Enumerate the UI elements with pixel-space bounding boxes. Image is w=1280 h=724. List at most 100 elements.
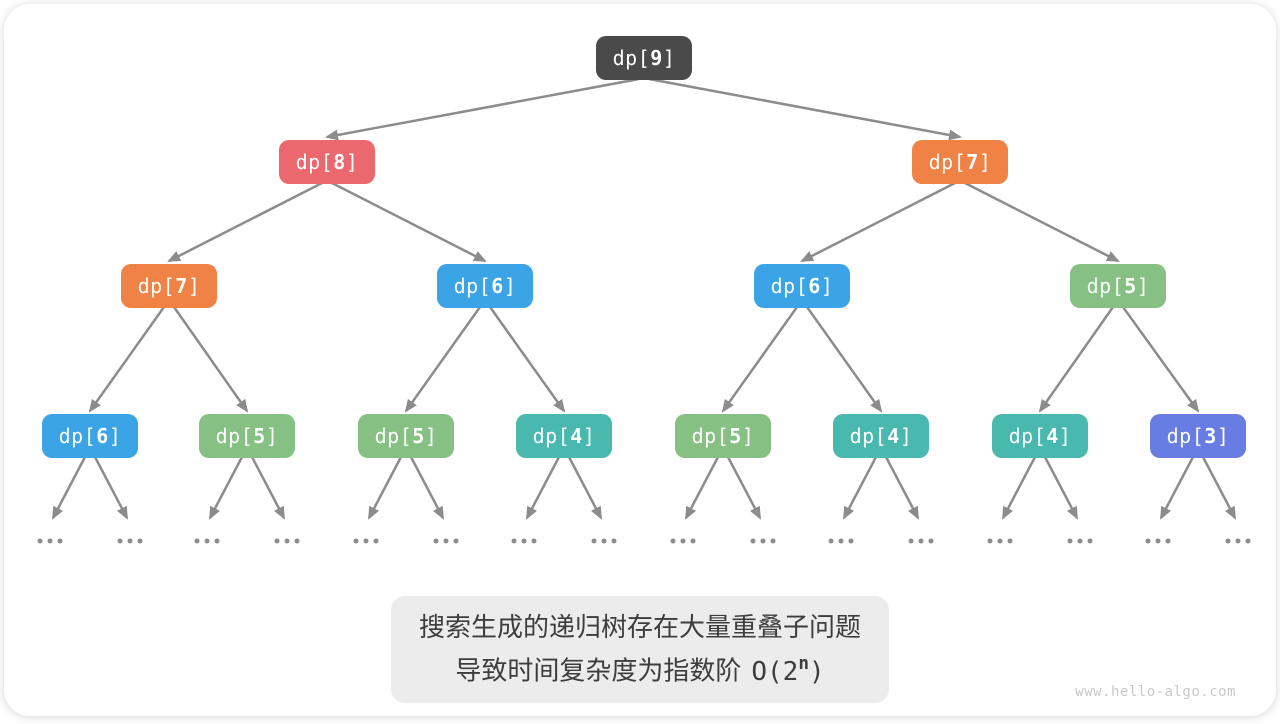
tree-edge-arrow — [406, 307, 480, 411]
tree-edge-arrow — [844, 457, 876, 518]
ellipsis-dot — [215, 539, 220, 544]
ellipsis-dot — [48, 539, 53, 544]
ellipsis-dot — [1246, 539, 1251, 544]
ellipsis-dot — [354, 539, 359, 544]
complexity-exponent: n — [798, 654, 809, 674]
tree-edge-arrow — [686, 457, 718, 518]
tree-edge-arrow — [95, 457, 127, 518]
tree-edge-arrow — [369, 457, 401, 518]
tree-node: dp[6] — [754, 264, 850, 308]
tree-edge-arrow — [490, 307, 564, 411]
ellipsis-dot — [1088, 539, 1093, 544]
ellipsis-dot — [929, 539, 934, 544]
ellipsis-dot — [58, 539, 63, 544]
ellipsis-dot — [444, 539, 449, 544]
tree-edge-arrow — [332, 183, 485, 261]
tree-edge-arrow — [527, 457, 559, 518]
tree-edge-arrow — [569, 457, 601, 518]
tree-edge-arrow — [174, 307, 247, 411]
tree-edge-arrow — [965, 183, 1118, 261]
ellipsis-node — [829, 539, 854, 544]
ellipsis-dot — [118, 539, 123, 544]
tree-edge-arrow — [90, 307, 164, 411]
ellipsis-node — [275, 539, 300, 544]
tree-edge-arrow — [728, 457, 760, 518]
tree-edge-arrow — [1003, 457, 1035, 518]
ellipsis-dot — [454, 539, 459, 544]
tree-node: dp[5] — [675, 414, 771, 458]
complexity-formula: O(2n) — [751, 657, 824, 687]
tree-node: dp[8] — [279, 140, 375, 184]
ellipsis-node — [38, 539, 63, 544]
tree-edge-arrow — [649, 79, 960, 137]
tree-node: dp[6] — [437, 264, 533, 308]
tree-node: dp[5] — [1070, 264, 1166, 308]
ellipsis-dot — [1008, 539, 1013, 544]
ellipsis-node — [118, 539, 143, 544]
ellipsis-dot — [829, 539, 834, 544]
ellipsis-dot — [532, 539, 537, 544]
ellipsis-dot — [761, 539, 766, 544]
tree-edge-arrow — [802, 183, 955, 261]
ellipsis-dot — [681, 539, 686, 544]
tree-node: dp[7] — [912, 140, 1008, 184]
tree-node: dp[9] — [596, 36, 692, 80]
tree-node: dp[4] — [516, 414, 612, 458]
ellipsis-node — [1146, 539, 1171, 544]
tree-edge-arrow — [411, 457, 443, 518]
ellipsis-node — [592, 539, 617, 544]
tree-edge-arrow — [53, 457, 85, 518]
diagram-canvas: dp[9]dp[8]dp[7]dp[7]dp[6]dp[6]dp[5]dp[6]… — [4, 4, 1276, 716]
ellipsis-dot — [434, 539, 439, 544]
ellipsis-node — [671, 539, 696, 544]
ellipsis-dot — [128, 539, 133, 544]
tree-edge-arrow — [886, 457, 918, 518]
ellipsis-dot — [285, 539, 290, 544]
tree-edge-arrow — [252, 457, 284, 518]
ellipsis-dot — [988, 539, 993, 544]
tree-edge-arrow — [1045, 457, 1077, 518]
ellipsis-node — [354, 539, 379, 544]
ellipsis-dot — [909, 539, 914, 544]
ellipsis-dot — [1236, 539, 1241, 544]
tree-node: dp[4] — [833, 414, 929, 458]
ellipsis-dot — [592, 539, 597, 544]
tree-edge-arrow — [1203, 457, 1235, 518]
ellipsis-dot — [512, 539, 517, 544]
ellipsis-dot — [138, 539, 143, 544]
ellipsis-dot — [1156, 539, 1161, 544]
watermark: www.hello-algo.com — [1075, 684, 1236, 700]
ellipsis-dot — [671, 539, 676, 544]
tree-edge-arrow — [169, 183, 322, 261]
ellipsis-node — [512, 539, 537, 544]
ellipsis-dot — [295, 539, 300, 544]
tree-edge-arrow — [1040, 307, 1113, 411]
tree-edge-arrow — [327, 79, 639, 137]
ellipsis-node — [909, 539, 934, 544]
ellipsis-dot — [1068, 539, 1073, 544]
tree-node: dp[5] — [358, 414, 454, 458]
ellipsis-node — [1226, 539, 1251, 544]
ellipsis-dot — [839, 539, 844, 544]
ellipsis-dot — [38, 539, 43, 544]
ellipsis-node — [751, 539, 776, 544]
tree-node: dp[6] — [42, 414, 138, 458]
ellipsis-dot — [522, 539, 527, 544]
ellipsis-dot — [612, 539, 617, 544]
ellipsis-dot — [195, 539, 200, 544]
ellipsis-dot — [691, 539, 696, 544]
ellipsis-dot — [602, 539, 607, 544]
ellipsis-dot — [1078, 539, 1083, 544]
ellipsis-dot — [1146, 539, 1151, 544]
ellipsis-dot — [1226, 539, 1231, 544]
ellipsis-dot — [364, 539, 369, 544]
ellipsis-dot — [1166, 539, 1171, 544]
tree-node: dp[5] — [199, 414, 295, 458]
tree-edge-arrow — [1161, 457, 1193, 518]
tree-edge-arrow — [723, 307, 797, 411]
ellipsis-node — [1068, 539, 1093, 544]
ellipsis-dot — [751, 539, 756, 544]
tree-edge-arrow — [210, 457, 242, 518]
